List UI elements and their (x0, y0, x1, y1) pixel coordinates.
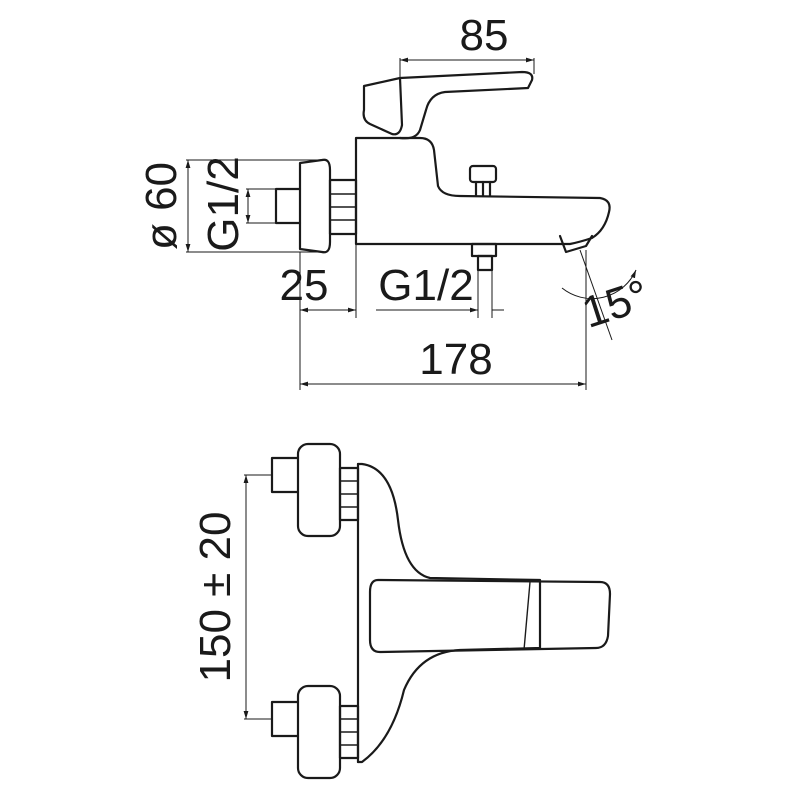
dim-label-85: 85 (460, 11, 509, 60)
lower-escutcheon (296, 684, 342, 780)
spout-split-line (523, 581, 531, 651)
dim-25: 25 (280, 244, 357, 318)
aerator (558, 234, 594, 254)
dim-label-inlet-thread: G1/2 (199, 156, 248, 251)
mixer-body-front (356, 462, 542, 764)
dim-178: 178 (299, 318, 586, 390)
dim-centre-distance: 150 ± 20 (191, 474, 272, 720)
dim-angle: 15° (561, 249, 655, 390)
front-view: 150 ± 20 (191, 442, 612, 780)
dim-label-outlet-thread: G1/2 (378, 261, 473, 310)
lower-inlet-stub (270, 700, 300, 738)
dim-label-25: 25 (280, 261, 329, 310)
diverter-knob (468, 164, 498, 198)
hex-nut-side (328, 178, 358, 236)
dim-label-diameter: ø 60 (137, 162, 186, 250)
escutcheon-side (298, 158, 332, 254)
spout-front (368, 578, 612, 654)
inlet-stub (274, 187, 302, 225)
lower-hex-nut (338, 704, 360, 760)
dim-label-178: 178 (419, 335, 492, 384)
mixer-body-side (354, 136, 611, 246)
upper-escutcheon (296, 442, 342, 538)
dim-outlet-thread: G1/2 (376, 261, 504, 318)
dim-label-centre-distance: 150 ± 20 (191, 512, 240, 683)
dim-inlet-thread: G1/2 (199, 156, 276, 252)
upper-inlet-stub (270, 456, 300, 494)
dim-label-angle: 15° (576, 271, 654, 338)
side-view: 85 ø 60 G1/2 25 G1/2 (137, 11, 655, 390)
lever-handle-side (362, 76, 404, 136)
shower-outlet (470, 242, 498, 272)
upper-hex-nut (338, 466, 360, 522)
dim-85: 85 (399, 11, 535, 78)
lever-blade (398, 70, 534, 140)
dim-diameter: ø 60 (137, 159, 326, 253)
